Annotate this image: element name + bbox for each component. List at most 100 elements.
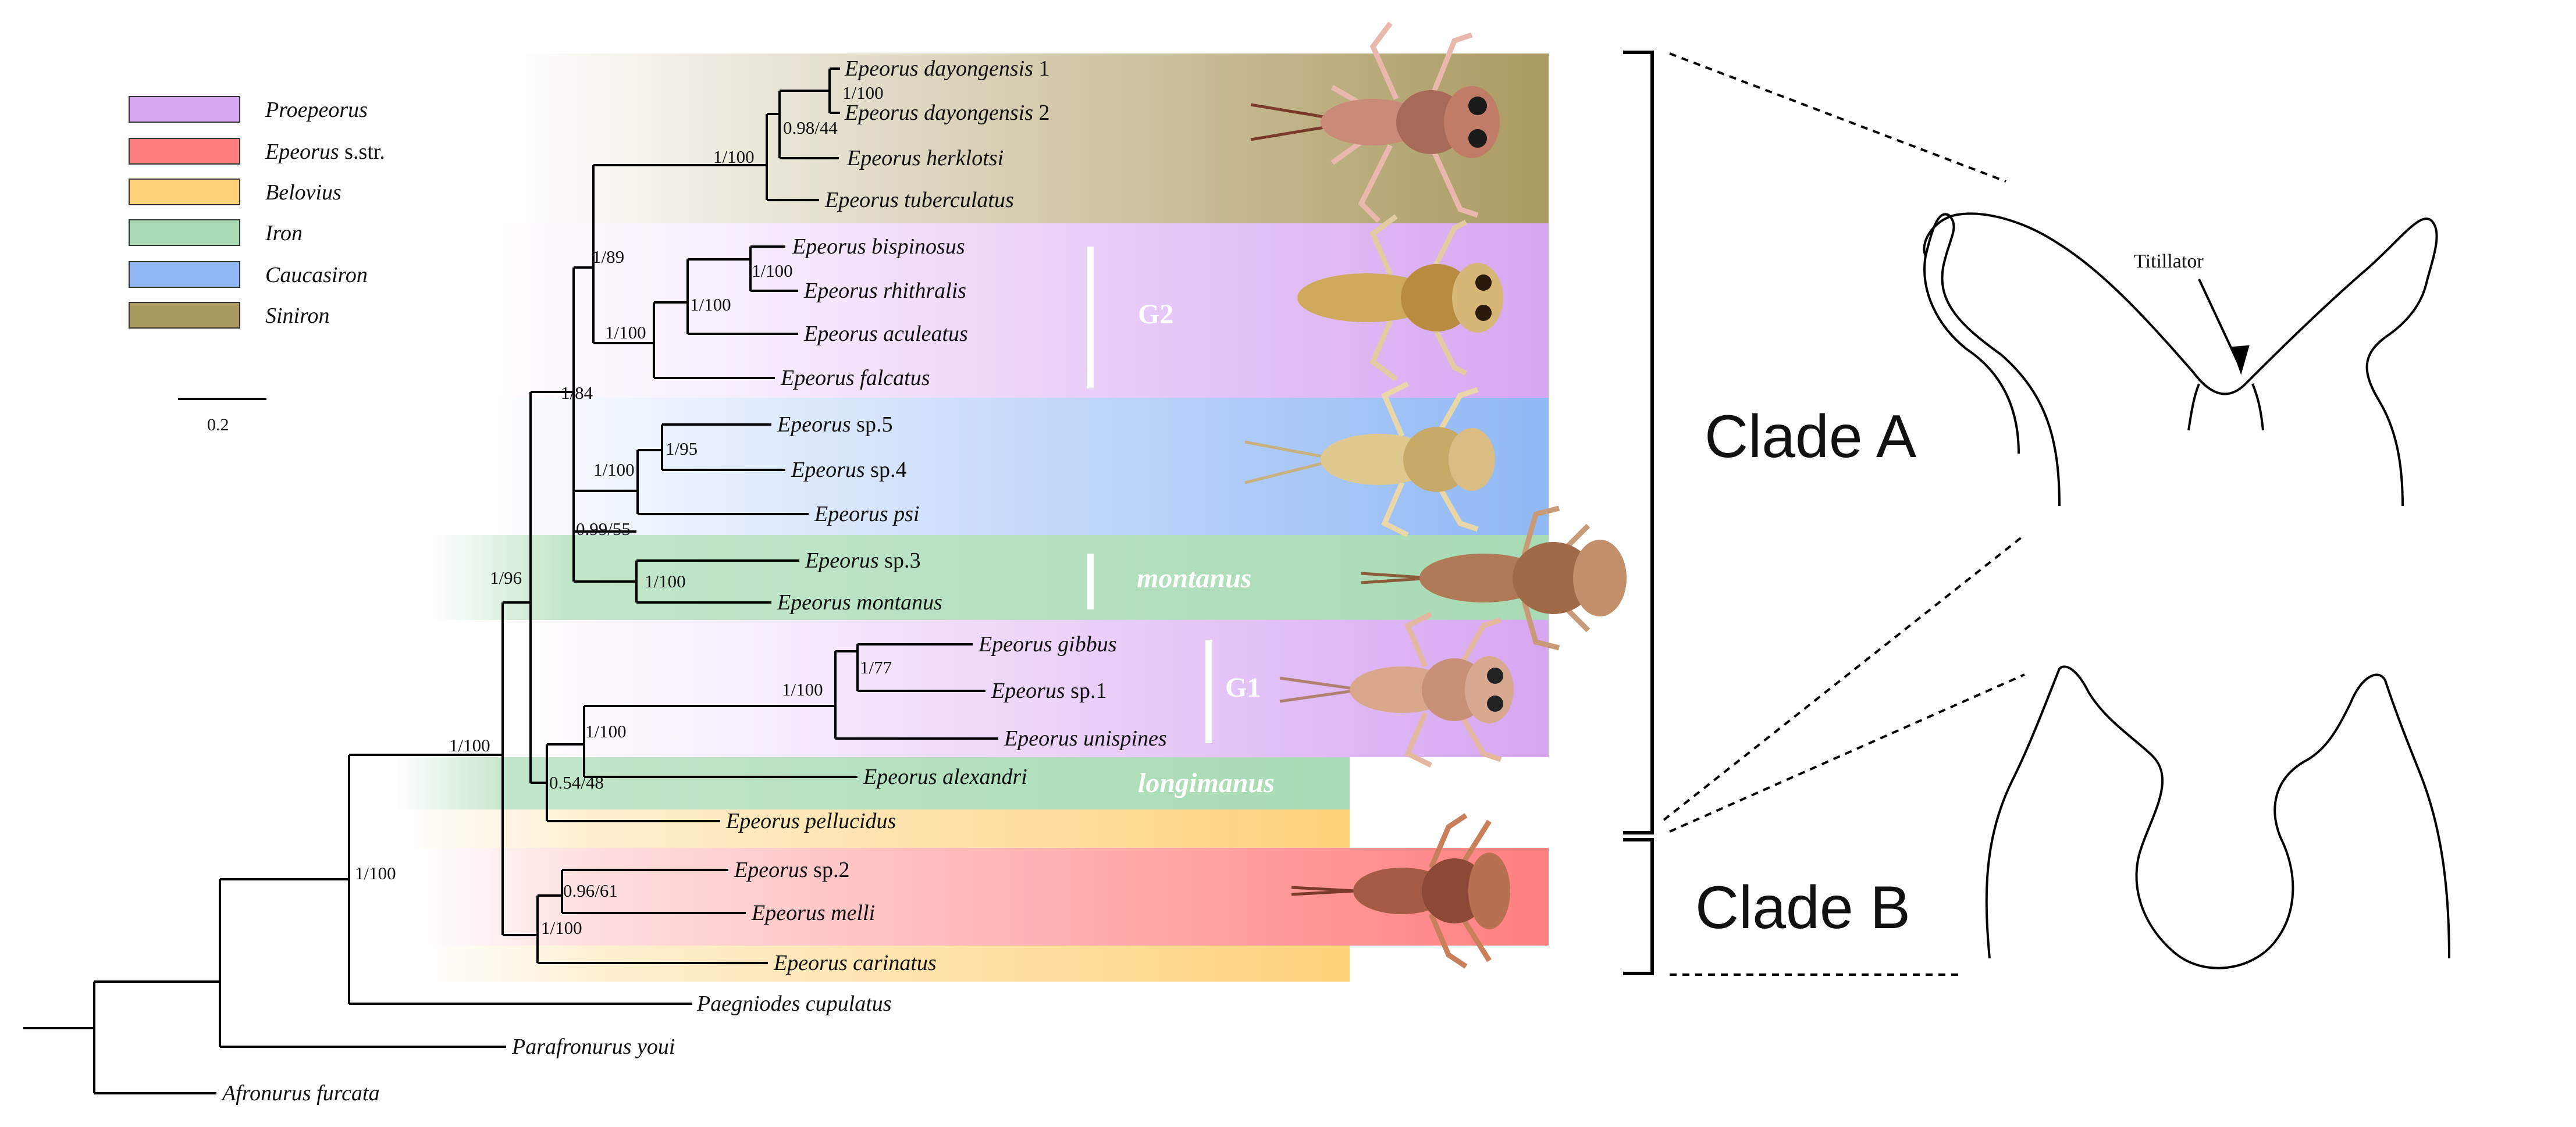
nymph-head xyxy=(1468,853,1510,929)
nymph-legs xyxy=(1404,611,1502,768)
taxon-genus: Epeorus xyxy=(1004,726,1078,751)
legend-item-proepeorus: Proepeorus xyxy=(129,96,368,123)
taxon-epithet: bispinosus xyxy=(871,234,965,259)
taxon-epithet: pellucidus xyxy=(803,809,896,833)
taxon-genus: Epeorus xyxy=(814,502,888,526)
genitalia-clade-a xyxy=(1923,212,2438,507)
support-siniron-g2: 1/89 xyxy=(592,247,624,267)
nymph-epeorus-sstr xyxy=(1291,813,1510,969)
taxon-epithet: dayongensis xyxy=(924,56,1033,81)
nymph-legs xyxy=(1428,813,1492,969)
taxon-genus: Epeorus xyxy=(844,56,919,81)
taxon-label-psi: Epeorus psi xyxy=(814,502,920,526)
band-belovius-pellucidus xyxy=(396,809,1350,848)
support-g1-pellucidus: 0.54/48 xyxy=(549,772,604,793)
group-markers: G2 montanus G1 longimanus xyxy=(1087,247,1275,798)
connector-line xyxy=(1669,673,2025,833)
taxon-genus: Epeorus xyxy=(805,548,879,573)
legend-swatch xyxy=(129,96,240,123)
clade-a-label: Clade A xyxy=(1705,403,1917,470)
penis-outline-clade-a xyxy=(1923,212,2438,507)
taxon-epithet: unispines xyxy=(1083,726,1167,751)
taxon-label-pellucidus: Epeorus pellucidus xyxy=(725,809,896,833)
taxon-epithet: aculeatus xyxy=(883,322,968,346)
taxon-label-paegniodes: Paegniodes cupulatus xyxy=(696,992,892,1016)
nymph-head xyxy=(1452,263,1503,333)
support-clade-b: 1/100 xyxy=(541,918,582,938)
nymph-iron-montanus xyxy=(1361,505,1627,651)
legend-label: Belovius xyxy=(265,180,341,205)
taxon-epithet: tuberculatus xyxy=(904,188,1014,212)
taxon-label-unispines: Epeorus unispines xyxy=(1004,726,1167,751)
nymph-head xyxy=(1444,86,1500,158)
legend-item-epeorus-sstr: Epeorus s.str. xyxy=(129,138,385,165)
taxon-label-montanus: Epeorus montanus xyxy=(777,590,942,615)
penis-outline-clade-b xyxy=(1985,665,2450,969)
taxon-genus: Afronurus xyxy=(220,1081,311,1105)
taxon-genus: Epeorus xyxy=(803,322,878,346)
titillator-arrowhead xyxy=(2231,345,2250,375)
legend-item-belovius: Belovius xyxy=(129,179,341,205)
support-g1-alexandri: 1/100 xyxy=(585,721,627,741)
nymph-eye xyxy=(1487,696,1503,712)
support-bispinosus-rhithralis: 1/100 xyxy=(752,261,793,281)
support-siniron: 1/100 xyxy=(713,147,755,167)
nymph-cerci xyxy=(1279,676,1362,703)
legend: Proepeorus Epeorus s.str. Belovius Iron … xyxy=(129,96,385,434)
nymph-head xyxy=(1449,428,1495,491)
nymph-thorax xyxy=(1513,542,1594,614)
taxon-epithet: rhithralis xyxy=(883,279,966,303)
tree-branches xyxy=(23,67,998,1094)
clade-b-bracket xyxy=(1623,838,1654,975)
band-iron-montanus xyxy=(430,535,1549,620)
taxon-epithet: psi xyxy=(892,502,919,526)
taxon-epithet: montanus xyxy=(856,590,942,615)
taxon-suffix: 1 xyxy=(1033,56,1050,81)
taxon-label-dayongensis-1: Epeorus dayongensis 1 xyxy=(844,56,1050,81)
node-supports: 1/100 0.98/44 1/100 1/89 1/100 1/100 1/1… xyxy=(355,83,892,938)
support-paegniodes-node: 1/100 xyxy=(355,863,396,883)
legend-label: Caucasiron xyxy=(265,263,368,287)
support-caucasiron: 1/100 xyxy=(593,459,635,480)
taxon-genus: Epeorus xyxy=(725,809,800,833)
taxon-label-sp4: Epeorus sp.4 xyxy=(791,458,906,482)
taxon-genus: Epeorus xyxy=(803,279,878,303)
taxon-label-bispinosus: Epeorus bispinosus xyxy=(792,234,965,259)
legend-label-suffix: s.str. xyxy=(339,140,385,164)
g1-marker-bar xyxy=(1205,640,1212,743)
group-label-g2: G2 xyxy=(1138,299,1173,330)
taxon-label-aculeatus: Epeorus aculeatus xyxy=(803,322,968,346)
taxon-label-sp5: Epeorus sp.5 xyxy=(777,412,892,437)
taxon-epithet: herklotsi xyxy=(926,146,1004,170)
nymph-legs xyxy=(1369,214,1468,381)
taxon-label-afronurus: Afronurus furcata xyxy=(220,1081,380,1105)
taxon-epithet: alexandri xyxy=(942,765,1027,789)
legend-swatch xyxy=(129,302,240,329)
taxon-label-tuberculatus: Epeorus tuberculatus xyxy=(824,188,1014,212)
legend-swatch xyxy=(129,179,240,205)
taxon-genus: Epeorus xyxy=(777,412,851,437)
nymph-thorax xyxy=(1401,264,1473,331)
taxon-genus: Epeorus xyxy=(978,632,1052,657)
taxon-epithet: carinatus xyxy=(853,951,937,975)
taxon-label-sp2: Epeorus sp.2 xyxy=(734,858,849,882)
nymph-proepeorus-g1 xyxy=(1279,611,1514,768)
nymph-head xyxy=(1465,656,1514,723)
genitalia-clade-b xyxy=(1985,665,2450,969)
nymph-eye xyxy=(1487,668,1503,684)
support-epeorus: 1/100 xyxy=(449,735,490,755)
taxon-epithet: melli xyxy=(831,901,875,925)
taxon-label-alexandri: Epeorus alexandri xyxy=(863,765,1027,789)
nymph-eye xyxy=(1468,97,1487,115)
support-sp5-sp4: 1/95 xyxy=(666,438,698,459)
taxon-label-rhithralis: Epeorus rhithralis xyxy=(803,279,966,303)
taxon-genus: Parafronurus xyxy=(511,1035,632,1059)
taxon-label-carinatus: Epeorus carinatus xyxy=(773,951,937,975)
support-g2: 1/100 xyxy=(605,322,646,343)
taxon-label-herklotsi: Epeorus herklotsi xyxy=(846,146,1004,170)
taxon-genus: Epeorus xyxy=(991,679,1065,703)
clade-a-bracket xyxy=(1623,51,1654,834)
taxon-genus: Epeorus xyxy=(751,901,826,925)
scale-bar-label: 0.2 xyxy=(207,415,229,434)
